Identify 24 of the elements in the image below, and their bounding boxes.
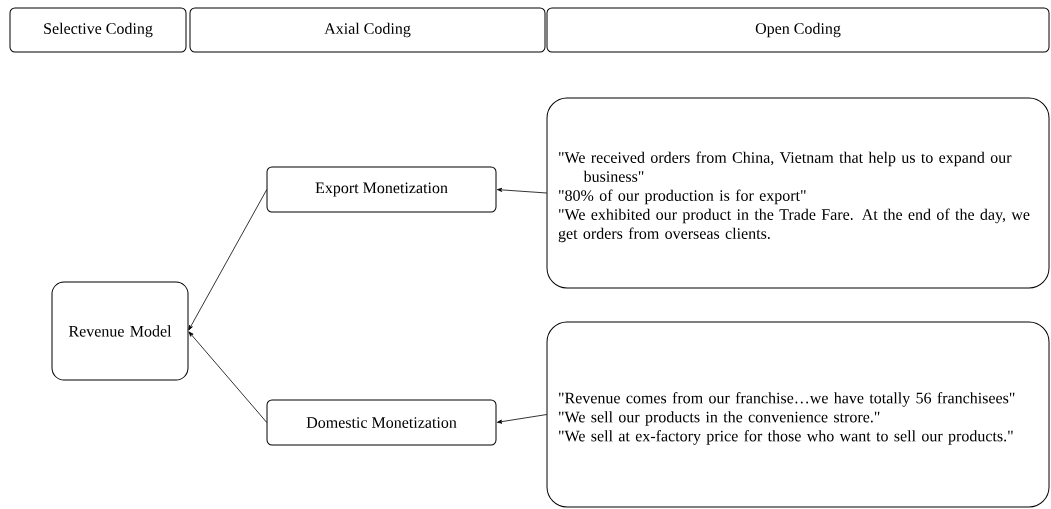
- category-label: Revenue Model: [68, 325, 172, 337]
- arrow: [188, 331, 268, 423]
- header-box: [9, 7, 187, 53]
- subcategory-box: [266, 166, 497, 213]
- quote-text: "We exhibited our product in the Trade Fare. At the end of the day, we get orders from overseas clients.: [558, 208, 1030, 243]
- box-label: Axial Coding: [324, 22, 411, 38]
- arrow: [497, 187, 548, 194]
- box-label: Selective Coding: [44, 22, 153, 38]
- arrow: [188, 189, 268, 331]
- quote-text: "Revenue comes from our franchise…we have totally 56 franchisees": [559, 392, 1015, 407]
- arrow: [497, 414, 548, 424]
- box-label: Domestic Monetization: [306, 417, 457, 428]
- quote-text: "We sell our products in the convenience strore.": [559, 411, 880, 426]
- quote-text: "80% of our production is for export": [559, 189, 806, 205]
- box-label: Export Monetization: [315, 182, 448, 197]
- quote-text: "We sell at ex-factory price for those who want to sell our products.": [559, 430, 1013, 445]
- quote-box: [546, 321, 1050, 508]
- header-box: [189, 7, 546, 53]
- category-box: [51, 281, 189, 381]
- subcategory-box: [266, 399, 497, 446]
- header-box: [546, 7, 1050, 53]
- box-label: Open Coding: [755, 22, 841, 38]
- quote-box: [546, 97, 1050, 289]
- quote-text: "We received orders from China, Vietnam that help us to expand our business": [559, 151, 1012, 182]
